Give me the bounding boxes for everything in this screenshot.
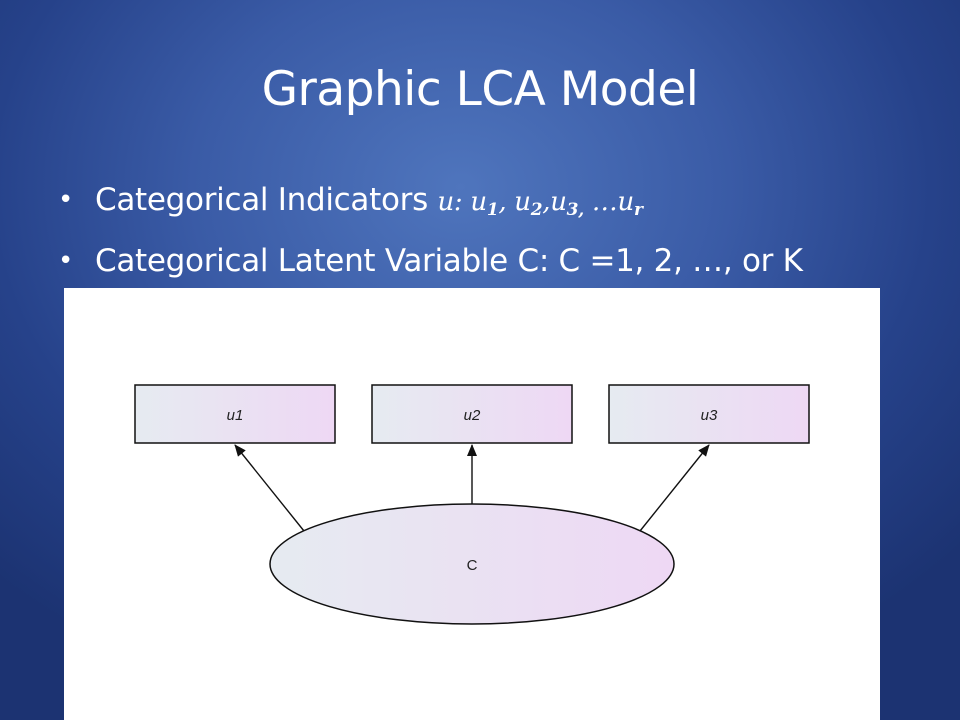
math-sub-2: 2 (530, 200, 543, 220)
indicator-box-u3 (608, 384, 810, 444)
indicator-label-u2: u2 (464, 407, 481, 424)
math-sub-r: r (633, 200, 643, 220)
indicator-notation: u: u1, u2,u3, …ur (437, 187, 643, 220)
slide-title: Graphic LCA Model (261, 62, 699, 117)
math-mid-3: ,u (542, 187, 567, 217)
latent-node-c (269, 503, 675, 625)
bullet-list: • Categorical Indicators u: u1, u2,u3, …… (58, 178, 803, 283)
indicator-label-u1: u1 (227, 407, 244, 424)
bullet-indicators: • Categorical Indicators u: u1, u2,u3, …… (58, 178, 803, 222)
edge-c-to-u1 (234, 444, 305, 532)
bullet-text: Categorical Latent Variable C: C =1, 2, … (95, 243, 803, 279)
bullet-dot-icon: • (58, 185, 74, 215)
edge-c-to-u3 (639, 444, 710, 532)
latent-label-c: C (467, 557, 478, 574)
math-mid-4: …u (583, 187, 634, 217)
bullet-latent-variable: • Categorical Latent Variable C: C =1, 2… (58, 239, 803, 283)
diagram-panel: u1 u2 u3 C (64, 288, 880, 720)
indicator-label-u3: u3 (701, 407, 718, 424)
bullet-text: Categorical Indicators (95, 182, 438, 218)
math-mid-2: , u (498, 187, 531, 217)
math-sub-1: 1 (486, 200, 499, 220)
indicator-box-u2 (371, 384, 573, 444)
bullet-dot-icon: • (58, 246, 74, 276)
lca-diagram: u1 u2 u3 C (134, 384, 810, 625)
indicator-box-u1 (134, 384, 336, 444)
math-lead: u: u (437, 187, 487, 217)
math-sub-3: 3, (566, 200, 584, 220)
